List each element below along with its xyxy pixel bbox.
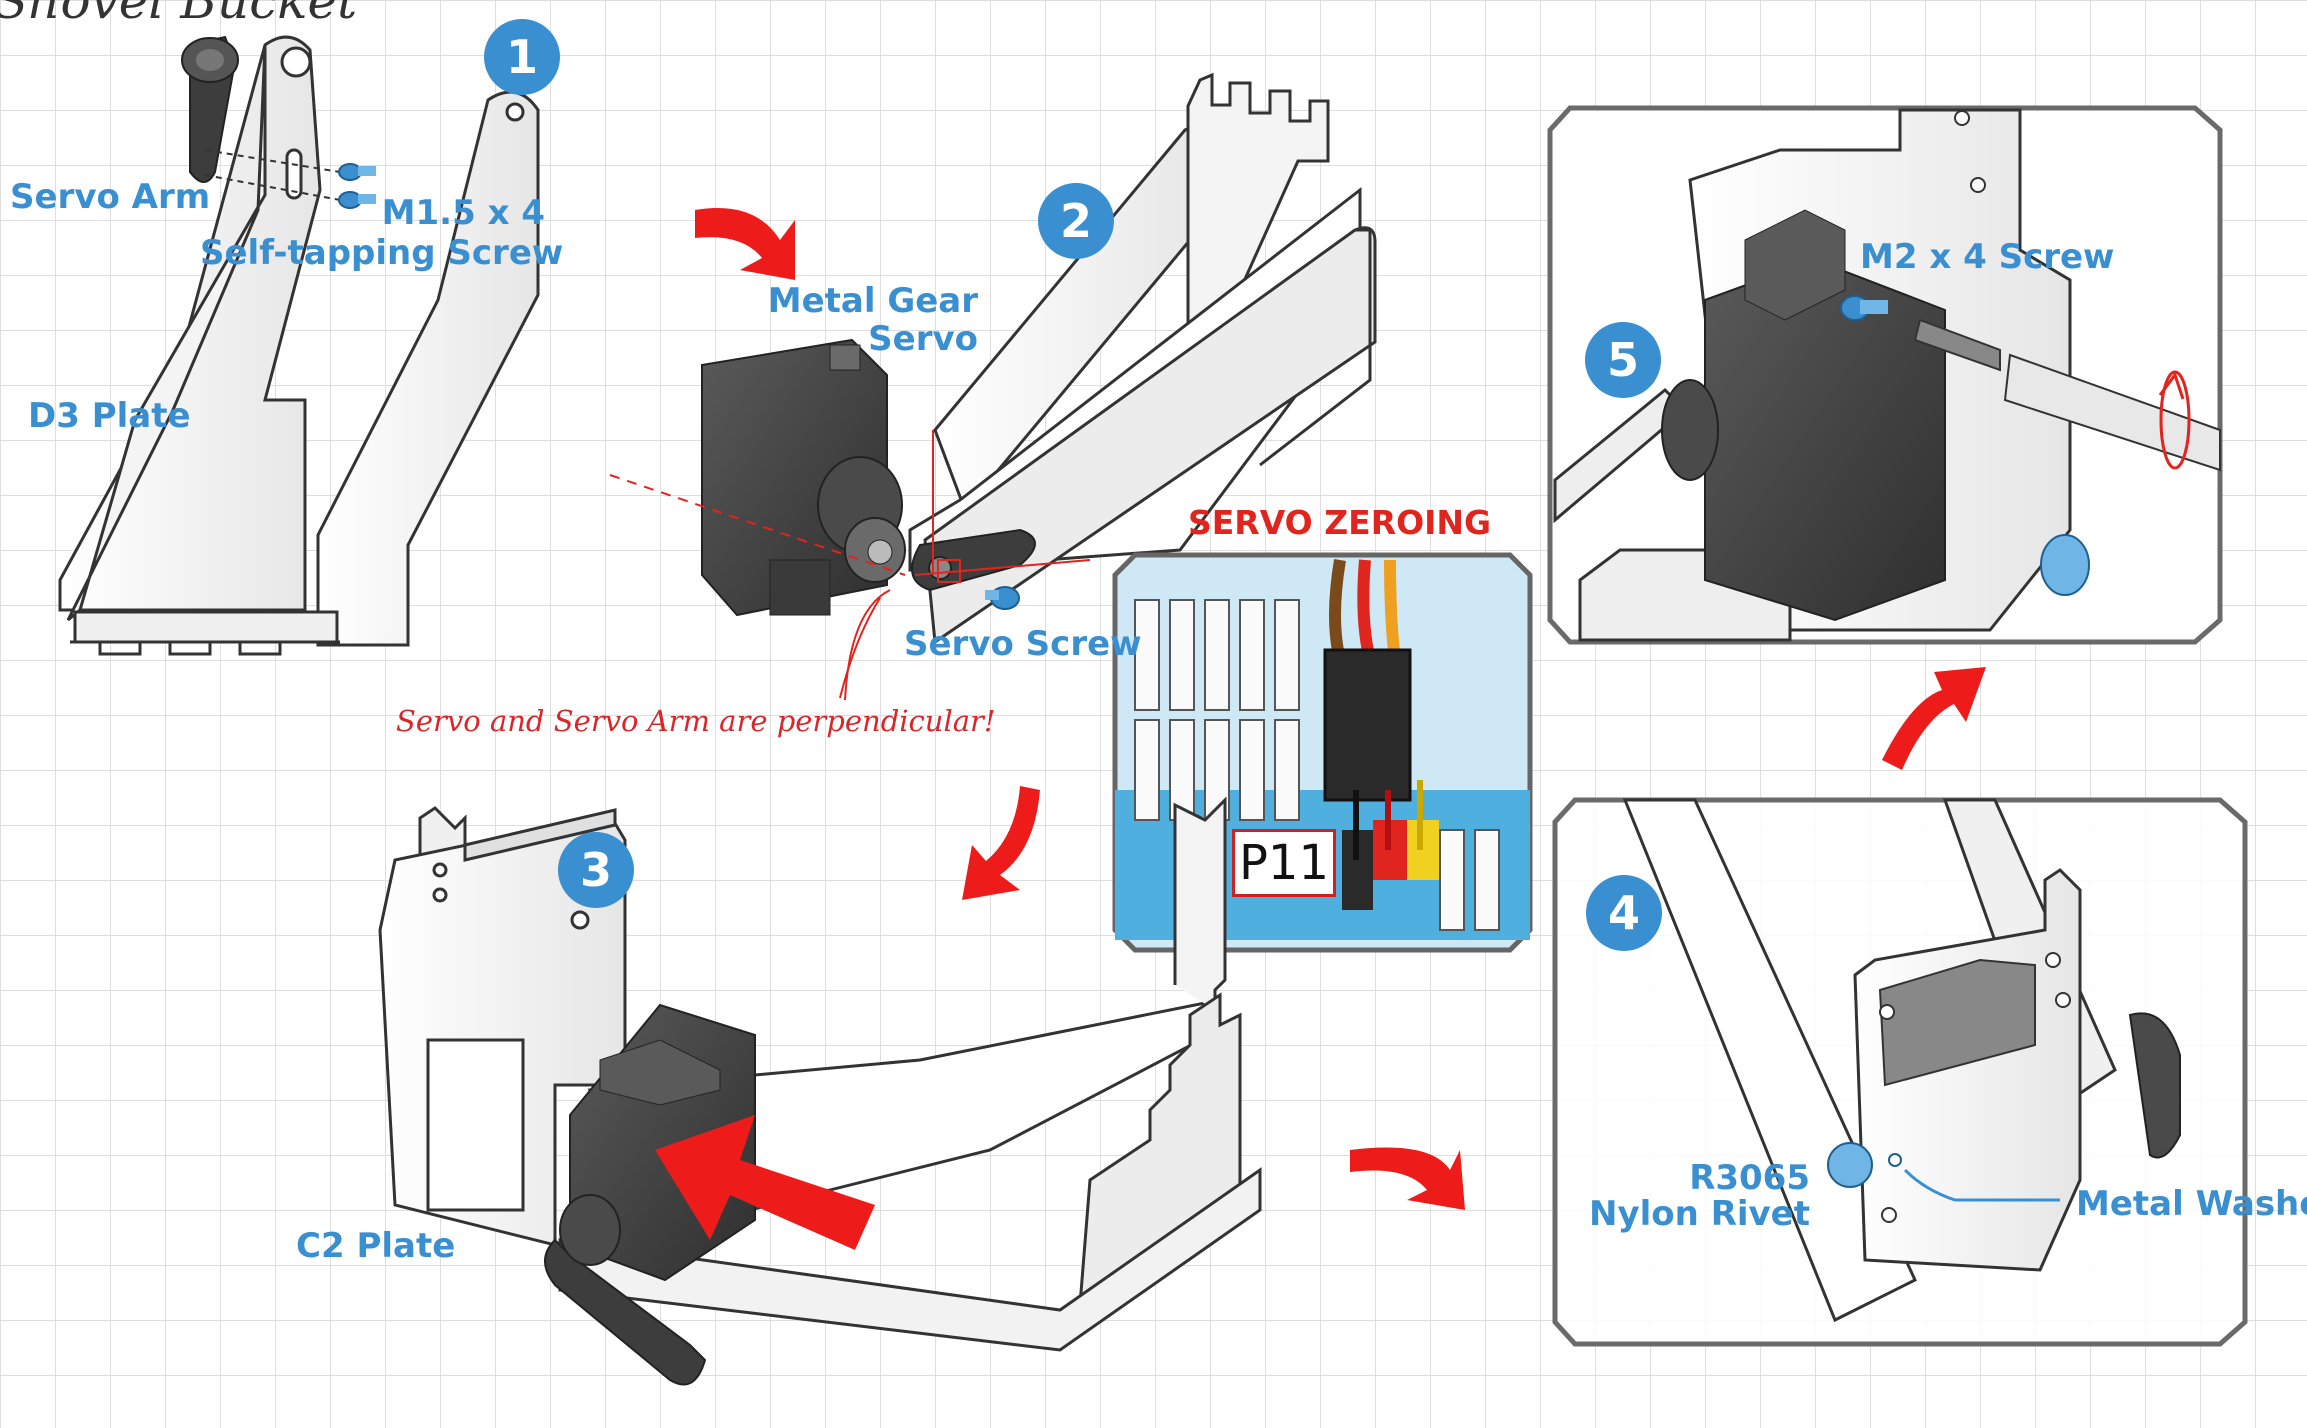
m2-screw-label: M2 x 4 Screw — [1860, 237, 2115, 277]
step-badge-5: 5 — [1585, 322, 1661, 398]
servo-screw-step2 — [985, 586, 1020, 610]
metal-gear-servo-step2 — [701, 338, 1036, 617]
metal-gear-label-line2: Servo — [868, 319, 978, 359]
rivet-label-line1: R3065 — [1689, 1158, 1810, 1198]
d3-plate-label: D3 Plate — [28, 396, 191, 436]
step-badge-4: 4 — [1586, 875, 1662, 951]
servo-arm-label: Servo Arm — [10, 177, 211, 217]
servo-screw-label: Servo Screw — [904, 624, 1142, 664]
step2-bucket-drawing — [908, 72, 1377, 645]
screw-type-label: Self-tapping Screw — [200, 233, 564, 273]
step-badge-1: 1 — [484, 19, 560, 95]
d3-plate-drawing — [58, 35, 540, 656]
perpendicular-note: Servo and Servo Arm are perpendicular! — [396, 704, 996, 738]
flow-arrows — [655, 208, 1986, 1250]
step5-frame — [1547, 105, 2223, 645]
step-badge-2: 2 — [1038, 183, 1114, 259]
step-badge-3: 3 — [558, 832, 634, 908]
c2-plate-label: C2 Plate — [296, 1226, 456, 1266]
step4-frame — [1552, 797, 2248, 1347]
arrow-step3-to-4 — [1350, 1147, 1465, 1210]
screw-size-label: M1.5 x 4 — [381, 193, 545, 233]
self-tapping-screws — [204, 149, 376, 209]
metal-gear-label-line1: Metal Gear — [767, 281, 978, 321]
page-title: Shovel Bucket — [0, 0, 358, 30]
metal-washer-label: Metal Washer — [2076, 1184, 2307, 1224]
rivet-label-line2: Nylon Rivet — [1589, 1194, 1810, 1234]
arrow-insert-servo — [655, 1115, 875, 1250]
alignment-guides — [609, 430, 1091, 701]
arrow-step4-to-5 — [1882, 667, 1986, 770]
servo-zeroing-title: SERVO ZEROING — [1188, 503, 1492, 542]
arrow-step2-to-3 — [962, 786, 1040, 900]
arrow-step1-to-2 — [695, 208, 795, 280]
servo-arm-part — [181, 35, 239, 183]
port-p11-label: P11 — [1232, 829, 1336, 897]
